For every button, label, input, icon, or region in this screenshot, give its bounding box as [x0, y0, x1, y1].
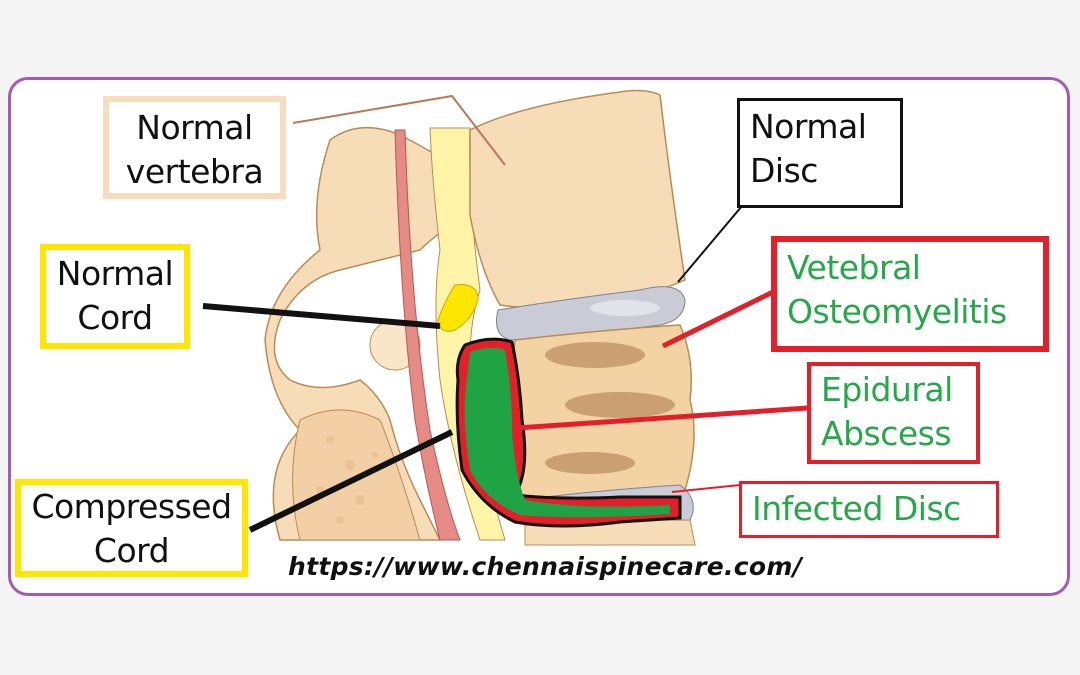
compressed-cord-pointer	[248, 429, 454, 533]
label-text-line: Compressed	[31, 487, 232, 526]
infected-disc-pointer	[671, 484, 741, 493]
label-text-line: Epidural	[821, 370, 953, 409]
osteomyelitis-erosion	[545, 342, 675, 474]
label-text-line: Disc	[750, 151, 818, 190]
disc-highlight	[590, 300, 660, 316]
normal-cord-pointer	[202, 303, 441, 329]
normal-vertebra-pointer	[292, 94, 506, 166]
normal-disc-pointer	[677, 205, 743, 283]
label-text-line: Normal	[750, 107, 867, 146]
label-text-line: Cord	[93, 531, 170, 570]
label-infected-disc: Infected Disc	[739, 481, 999, 538]
label-text-line: Cord	[77, 298, 153, 337]
watermark-url: https://www.chennaispinecare.com/	[288, 552, 803, 581]
label-normal-disc: Normal Disc	[737, 98, 903, 208]
normal-vertebral-body	[469, 89, 686, 309]
blood-vessel	[394, 129, 461, 541]
normal-cord-highlight	[437, 284, 479, 332]
label-text-line: Normal	[136, 108, 253, 147]
label-text-line: Infected Disc	[752, 489, 961, 528]
spinous-process-lower	[292, 409, 421, 541]
spinal-cord	[429, 127, 506, 541]
label-normal-vertebra: Normal vertebra	[103, 96, 286, 199]
label-compressed-cord: Compressed Cord	[15, 479, 248, 577]
osteomyelitis-pointer	[661, 289, 775, 349]
label-text-line: Abscess	[821, 414, 952, 453]
label-text-line: Normal	[56, 254, 174, 293]
label-text-line: Osteomyelitis	[787, 292, 1007, 331]
epidural-abscess	[464, 347, 670, 518]
label-text-line: Vetebral	[787, 248, 921, 287]
label-vertebral-osteomyelitis: Vetebral Osteomyelitis	[771, 236, 1049, 352]
epidural-abscess-pointer	[516, 405, 809, 431]
label-normal-cord: Normal Cord	[40, 244, 190, 349]
label-text-line: vertebra	[125, 152, 264, 191]
label-epidural-abscess: Epidural Abscess	[807, 362, 980, 464]
